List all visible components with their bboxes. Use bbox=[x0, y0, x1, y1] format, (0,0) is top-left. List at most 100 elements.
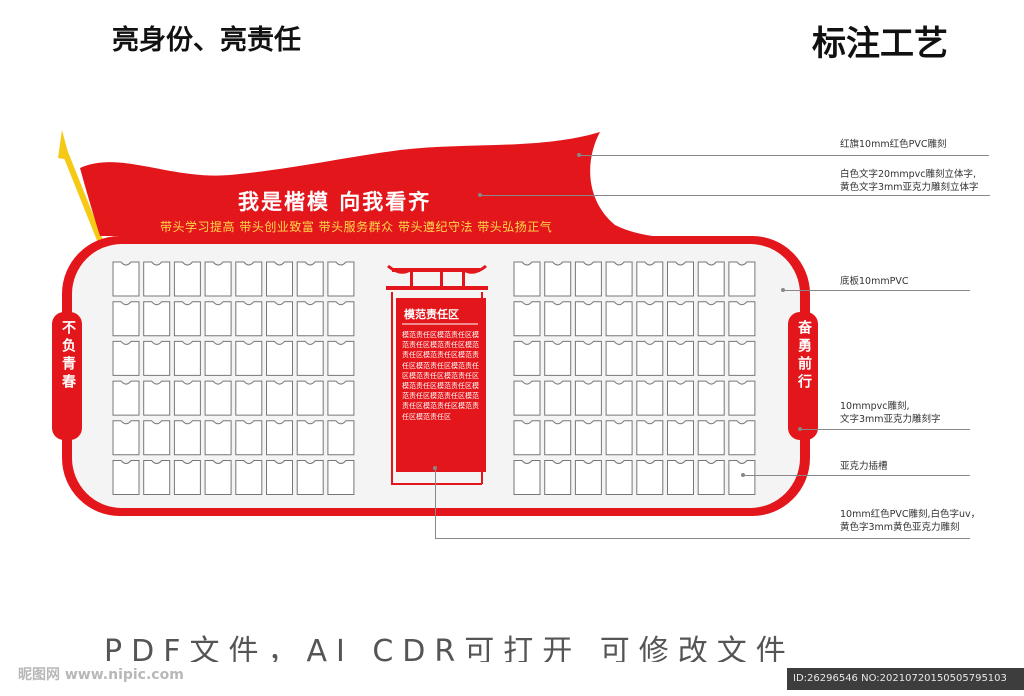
acrylic-slot bbox=[605, 420, 633, 456]
acrylic-slot bbox=[296, 261, 324, 297]
acrylic-slot bbox=[112, 460, 140, 495]
acrylic-slot bbox=[513, 301, 541, 337]
acrylic-slot bbox=[697, 380, 725, 416]
acrylic-slot bbox=[513, 340, 541, 376]
acrylic-slot bbox=[296, 301, 324, 337]
acrylic-slot bbox=[266, 301, 293, 337]
acrylic-slot bbox=[574, 301, 602, 337]
acrylic-slot bbox=[327, 301, 355, 337]
acrylic-slot bbox=[204, 301, 232, 337]
acrylic-slot bbox=[605, 460, 633, 495]
acrylic-slot bbox=[173, 380, 201, 416]
acrylic-slot bbox=[667, 460, 694, 495]
heading-right: 标注工艺 bbox=[812, 24, 948, 64]
callout-text-material: 白色文字20mmpvc雕刻立体字, 黄色文字3mm亚克力雕刻立体字 bbox=[840, 169, 979, 193]
acrylic-slot bbox=[636, 460, 664, 495]
acrylic-slot bbox=[173, 460, 201, 495]
acrylic-slot bbox=[636, 380, 664, 416]
heading-left: 亮身份、亮责任 bbox=[112, 25, 301, 56]
acrylic-slot bbox=[667, 420, 694, 456]
watermark-id: ID:26296546 NO:20210720150505795103 bbox=[787, 668, 1024, 690]
acrylic-slot bbox=[728, 380, 756, 416]
acrylic-slot bbox=[235, 420, 263, 456]
acrylic-slot bbox=[112, 261, 140, 297]
acrylic-slot bbox=[667, 340, 694, 376]
acrylic-slot bbox=[327, 420, 355, 456]
acrylic-slot bbox=[574, 420, 602, 456]
acrylic-slot bbox=[728, 301, 756, 337]
acrylic-slot bbox=[266, 340, 293, 376]
acrylic-slot bbox=[327, 261, 355, 297]
acrylic-slot bbox=[544, 261, 572, 297]
acrylic-slot bbox=[574, 340, 602, 376]
acrylic-slot bbox=[173, 301, 201, 337]
acrylic-slot bbox=[513, 261, 541, 297]
panel-body: 模范责任区模范责任区模范责任区模范责任区模范责任区模范责任区模范责任区模范责任区… bbox=[402, 331, 479, 421]
acrylic-slot bbox=[667, 261, 694, 297]
side-text-left: 不负青春 bbox=[60, 320, 76, 392]
callout-base: 底板10mmPVC bbox=[840, 276, 909, 287]
acrylic-slot bbox=[143, 301, 171, 337]
acrylic-slot bbox=[296, 420, 324, 456]
acrylic-slot bbox=[143, 340, 171, 376]
acrylic-slot bbox=[204, 420, 232, 456]
panel-heading: 模范责任区 bbox=[404, 308, 459, 321]
acrylic-slot bbox=[266, 420, 293, 456]
acrylic-slot bbox=[266, 380, 293, 416]
callout-side-tab: 10mmpvc雕刻, 文字3mm亚克力雕刻字 bbox=[840, 401, 941, 425]
flag-subtitle: 带头学习提高 带头创业致富 带头服务群众 带头遵纪守法 带头弘扬正气 bbox=[160, 220, 553, 234]
acrylic-slot bbox=[235, 380, 263, 416]
acrylic-slot bbox=[204, 380, 232, 416]
acrylic-slot bbox=[697, 261, 725, 297]
acrylic-slot bbox=[636, 340, 664, 376]
acrylic-slot bbox=[173, 420, 201, 456]
acrylic-slot bbox=[235, 301, 263, 337]
acrylic-slot bbox=[728, 460, 756, 495]
acrylic-slot bbox=[235, 460, 263, 495]
acrylic-slot bbox=[143, 380, 171, 416]
acrylic-slot bbox=[605, 301, 633, 337]
acrylic-slot bbox=[728, 261, 756, 297]
acrylic-slot bbox=[296, 380, 324, 416]
acrylic-slot bbox=[112, 301, 140, 337]
acrylic-slot bbox=[204, 340, 232, 376]
acrylic-slot bbox=[327, 380, 355, 416]
acrylic-slot bbox=[266, 261, 293, 297]
acrylic-slot bbox=[235, 340, 263, 376]
acrylic-slot bbox=[636, 420, 664, 456]
acrylic-slot bbox=[574, 460, 602, 495]
acrylic-slot bbox=[296, 340, 324, 376]
acrylic-slot bbox=[728, 340, 756, 376]
callout-slot: 亚克力插槽 bbox=[840, 461, 888, 472]
acrylic-slot bbox=[513, 460, 541, 495]
acrylic-slot bbox=[327, 340, 355, 376]
acrylic-slot bbox=[728, 420, 756, 456]
acrylic-slot bbox=[697, 420, 725, 456]
acrylic-slot bbox=[636, 301, 664, 337]
acrylic-slot bbox=[143, 420, 171, 456]
acrylic-slot bbox=[605, 380, 633, 416]
acrylic-slot bbox=[204, 261, 232, 297]
acrylic-slot bbox=[173, 340, 201, 376]
callout-panel: 10mm红色PVC雕刻,白色字uv， 黄色字3mm黄色亚克力雕刻 bbox=[840, 509, 981, 533]
acrylic-slot bbox=[605, 340, 633, 376]
acrylic-slot bbox=[112, 380, 140, 416]
callout-flag: 红旗10mm红色PVC雕刻 bbox=[840, 139, 947, 150]
left-tab bbox=[52, 312, 82, 440]
watermark-left: 昵图网 www.nipic.com bbox=[18, 667, 184, 683]
flag-title: 我是楷模 向我看齐 bbox=[238, 189, 432, 214]
acrylic-slot bbox=[574, 261, 602, 297]
acrylic-slot bbox=[544, 420, 572, 456]
acrylic-slot bbox=[574, 380, 602, 416]
acrylic-slot bbox=[667, 380, 694, 416]
acrylic-slot bbox=[697, 460, 725, 495]
slot-grid-left bbox=[112, 261, 355, 495]
acrylic-slot bbox=[697, 301, 725, 337]
right-tab bbox=[788, 312, 818, 440]
acrylic-slot bbox=[513, 420, 541, 456]
acrylic-slot bbox=[173, 261, 201, 297]
acrylic-slot bbox=[544, 460, 572, 495]
acrylic-slot bbox=[544, 380, 572, 416]
slot-grid-right bbox=[513, 261, 756, 495]
